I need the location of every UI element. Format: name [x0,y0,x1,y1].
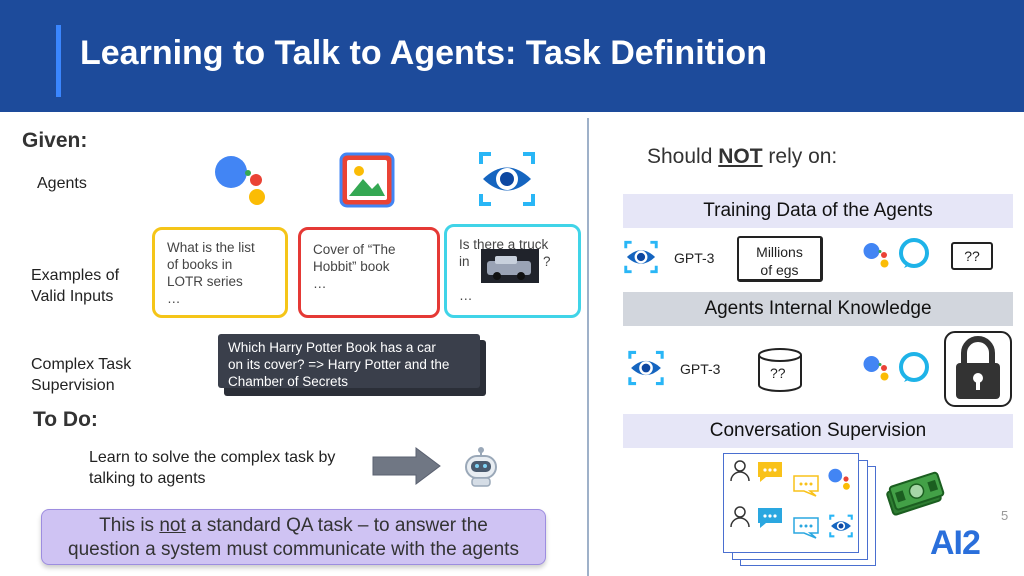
chat-bubble-icon [758,508,782,528]
example-card-hobbit: Cover of “The Hobbit” book … [298,227,440,318]
slide-title: Learning to Talk to Agents: Task Definit… [80,34,767,72]
person-icon [730,506,750,528]
image-app-icon [339,152,395,208]
chat-bubble-icon [793,475,819,497]
title-accent-bar [56,25,61,97]
not-standard-qa-note: This is not a standard QA task – to answ… [41,509,546,565]
vision-eye-icon [479,152,535,206]
band-training-data: Training Data of the Agents [623,194,1013,228]
truck-photo-icon [481,249,539,283]
band-conversation-supervision: Conversation Supervision [623,414,1013,448]
money-icon [886,471,945,516]
ai2-logo: AI2 [930,524,981,562]
gpt3-label: GPT-3 [674,250,715,266]
google-assistant-icon [828,468,850,490]
alexa-icon [899,352,929,382]
vision-eye-icon [829,514,853,538]
millions-of-examples-box: Millions of egs [737,236,823,282]
complex-supervision-label: Complex Task Supervision [31,356,132,394]
title-bar [0,0,1024,112]
lock-icon [944,331,1012,407]
person-icon [730,460,750,482]
gpt3-label: GPT-3 [680,361,721,377]
todo-heading: To Do: [33,408,98,431]
should-not-heading: Should NOT rely on: [647,145,838,168]
supervision-example-box: Which Harry Potter Book has a car on its… [218,334,480,389]
examples-label: Examples of Valid Inputs [31,267,120,305]
alexa-icon [899,238,929,268]
conversation-card-front [723,453,859,553]
chat-bubble-icon [793,517,819,539]
chat-bubble-icon [758,462,782,482]
arrow-right-icon [372,447,441,485]
database-icon [758,348,802,392]
google-assistant-icon [863,356,889,381]
column-divider [587,118,589,576]
unknown-knowledge-label: ?? [770,365,786,381]
card-line-with-image: in ? [459,249,566,283]
example-card-truck: Is there a truck in ? … [444,224,581,318]
band-internal-knowledge: Agents Internal Knowledge [623,292,1013,326]
vision-eye-icon [628,350,664,386]
page-number: 5 [1001,508,1009,523]
given-heading: Given: [22,129,88,152]
agents-label: Agents [37,175,87,192]
example-card-lotr: What is the list of books in LOTR series… [152,227,288,318]
google-assistant-icon [215,156,265,205]
vision-eye-icon [624,240,658,274]
robot-icon [465,447,497,487]
unknown-training-box: ?? [951,242,993,270]
todo-text: Learn to solve the complex task by talki… [89,449,336,487]
google-assistant-icon [863,243,889,268]
